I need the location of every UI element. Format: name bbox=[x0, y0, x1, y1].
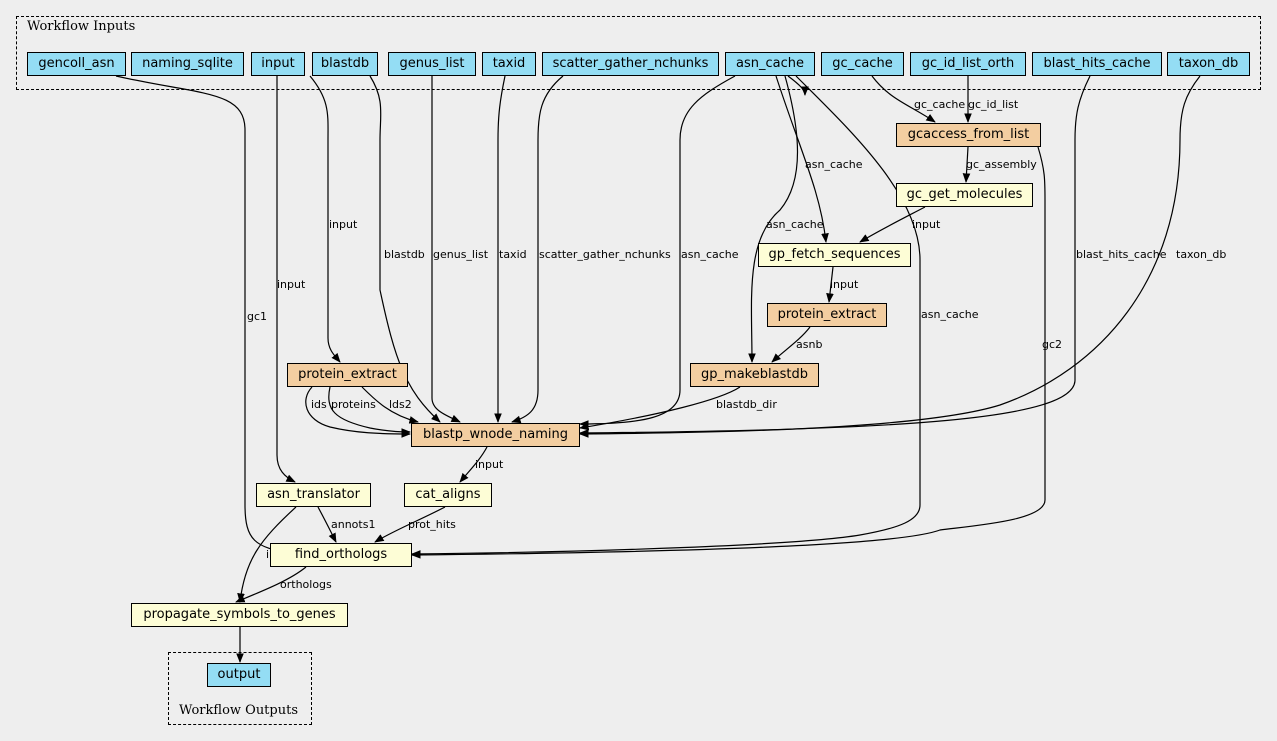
node-gp-makeblastdb[interactable]: gp_makeblastdb bbox=[690, 363, 819, 387]
edge-label-input-protein_extract_1: input bbox=[329, 218, 358, 231]
workflow-inputs-cluster bbox=[16, 16, 1261, 90]
edge-asn_cache-gp_makeblastdb bbox=[748, 75, 799, 363]
edge-protein_extract_2-gp_makeblastdb bbox=[771, 326, 811, 363]
edge-label-scatter-blastp: scatter_gather_nchunks bbox=[539, 248, 671, 261]
edge-taxid-blastp bbox=[494, 75, 506, 423]
edge-label-asn_cache-find_orthologs: asn_cache bbox=[921, 308, 979, 321]
edge-label-gc_id_list-gcaccess: gc_id_list bbox=[968, 98, 1019, 111]
edge-find_orthologs-propagate bbox=[235, 566, 307, 603]
node-naming-sqlite[interactable]: naming_sqlite bbox=[131, 52, 244, 76]
node-blast-hits-cache[interactable]: blast_hits_cache bbox=[1032, 52, 1162, 76]
node-gc-get-molecules[interactable]: gc_get_molecules bbox=[896, 183, 1033, 207]
node-scatter-gather-nchunks[interactable]: scatter_gather_nchunks bbox=[542, 52, 719, 76]
edge-asn_cache-find_orthologs bbox=[411, 75, 921, 558]
edge-label-protein_extract_1-blastp-ids: ids bbox=[311, 398, 327, 411]
node-output[interactable]: output bbox=[207, 663, 271, 687]
edge-blastp-cat_aligns bbox=[459, 446, 488, 483]
edge-label-blastp-cat_aligns: input bbox=[475, 458, 504, 471]
node-asn-translator[interactable]: asn_translator bbox=[256, 483, 371, 507]
edge-asn_translator-propagate bbox=[237, 506, 297, 603]
edge-label-asn_cache-blastp: asn_cache bbox=[681, 248, 739, 261]
edge-label-asn_translator-find_orthologs: annots1 bbox=[331, 518, 375, 531]
node-asn-cache[interactable]: asn_cache bbox=[725, 52, 815, 76]
edge-input-asn_translator bbox=[276, 76, 296, 483]
workflow-outputs-cluster bbox=[168, 652, 312, 725]
edge-genus_list-blastp bbox=[431, 76, 461, 423]
node-genus-list[interactable]: genus_list bbox=[388, 52, 476, 76]
node-gc-id-list-orth[interactable]: gc_id_list_orth bbox=[910, 52, 1026, 76]
node-protein-extract-2[interactable]: protein_extract bbox=[767, 303, 887, 327]
edge-asn_cache-gp_fetch bbox=[775, 75, 829, 243]
edge-label-genus_list-blastp: genus_list bbox=[433, 248, 489, 261]
edge-label-protein_extract_2-gp_makeblastdb: asnb bbox=[796, 338, 822, 351]
edge-label-gcaccess-gc_get_molecules: gc_assembly bbox=[966, 158, 1037, 171]
edge-cat_aligns-find_orthologs bbox=[374, 506, 446, 543]
edge-label-protein_extract_1-blastp-proteins: proteins bbox=[331, 398, 376, 411]
edge-gcaccess-find_orthologs bbox=[411, 146, 1046, 559]
node-taxid[interactable]: taxid bbox=[482, 52, 536, 76]
edge-label-input-asn_translator: input bbox=[277, 278, 306, 291]
edge-asn_cache-gcaccess bbox=[787, 75, 809, 96]
edge-gc_get_molecules-gp_fetch bbox=[859, 206, 926, 243]
edge-label-gp_makeblastdb-blastp: blastdb_dir bbox=[716, 398, 777, 411]
edge-label-asn_cache-gp_makeblastdb: asn_cache bbox=[766, 218, 824, 231]
edge-label-find_orthologs-propagate: orthologs bbox=[280, 578, 332, 591]
edge-gcaccess-gc_get_molecules bbox=[962, 146, 971, 183]
edge-scatter-blastp bbox=[511, 75, 564, 424]
node-gcaccess-from-list[interactable]: gcaccess_from_list bbox=[896, 123, 1041, 147]
edge-protein_extract_1-blastp-proteins bbox=[328, 386, 411, 436]
node-input[interactable]: input bbox=[251, 52, 305, 76]
edge-label-taxid-blastp: taxid bbox=[499, 248, 527, 261]
edge-asn_cache-blastp bbox=[579, 75, 736, 428]
node-blastp-wnode-naming[interactable]: blastp_wnode_naming bbox=[411, 423, 580, 447]
workflow-outputs-label: Workflow Outputs bbox=[179, 703, 298, 718]
node-protein-extract-1[interactable]: protein_extract bbox=[287, 363, 408, 387]
edge-label-gc_cache-gcaccess: gc_cache bbox=[914, 98, 965, 111]
node-propagate-symbols-to-genes[interactable]: propagate_symbols_to_genes bbox=[131, 603, 348, 627]
node-taxon-db[interactable]: taxon_db bbox=[1167, 52, 1250, 76]
edge-input-protein_extract_1 bbox=[309, 75, 341, 363]
edge-blastdb-blastp bbox=[369, 75, 441, 423]
edge-label-gc_get_molecules-gp_fetch: input bbox=[912, 218, 941, 231]
workflow-inputs-label: Workflow Inputs bbox=[27, 19, 136, 34]
edge-gp_makeblastdb-blastp bbox=[579, 386, 741, 431]
node-find-orthologs[interactable]: find_orthologs bbox=[270, 543, 412, 567]
edge-label-asn_cache-gp_fetch: asn_cache bbox=[805, 158, 863, 171]
edge-label-gcaccess-find_orthologs: gc2 bbox=[1042, 338, 1062, 351]
edge-label-gencoll_asn-find_orthologs: gc1 bbox=[247, 310, 267, 323]
edge-label-protein_extract_1-blastp-lds2: lds2 bbox=[389, 398, 412, 411]
edge-label-blast_hits_cache-blastp: blast_hits_cache bbox=[1076, 248, 1167, 261]
edge-protein_extract_1-blastp-lds2 bbox=[361, 386, 419, 424]
edge-gc_cache-gcaccess bbox=[871, 75, 936, 123]
edge-label-taxon_db-blastp: taxon_db bbox=[1176, 248, 1226, 261]
edge-gp_fetch-protein_extract_2 bbox=[826, 266, 834, 303]
node-cat-aligns[interactable]: cat_aligns bbox=[404, 483, 492, 507]
edge-protein_extract_1-blastp-ids bbox=[305, 386, 411, 438]
edge-label-gp_fetch-protein_extract_2: input bbox=[830, 278, 859, 291]
edge-taxon_db-blastp bbox=[579, 75, 1201, 438]
node-blastdb[interactable]: blastdb bbox=[312, 52, 378, 76]
edge-asn_translator-find_orthologs bbox=[317, 506, 337, 543]
node-gc-cache[interactable]: gc_cache bbox=[821, 52, 904, 76]
node-gencoll-asn[interactable]: gencoll_asn bbox=[27, 52, 126, 76]
edge-label-blastdb-blastp: blastdb bbox=[384, 248, 425, 261]
edge-label-cat_aligns-find_orthologs: prot_hits bbox=[408, 518, 456, 531]
node-gp-fetch-sequences[interactable]: gp_fetch_sequences bbox=[758, 243, 911, 267]
